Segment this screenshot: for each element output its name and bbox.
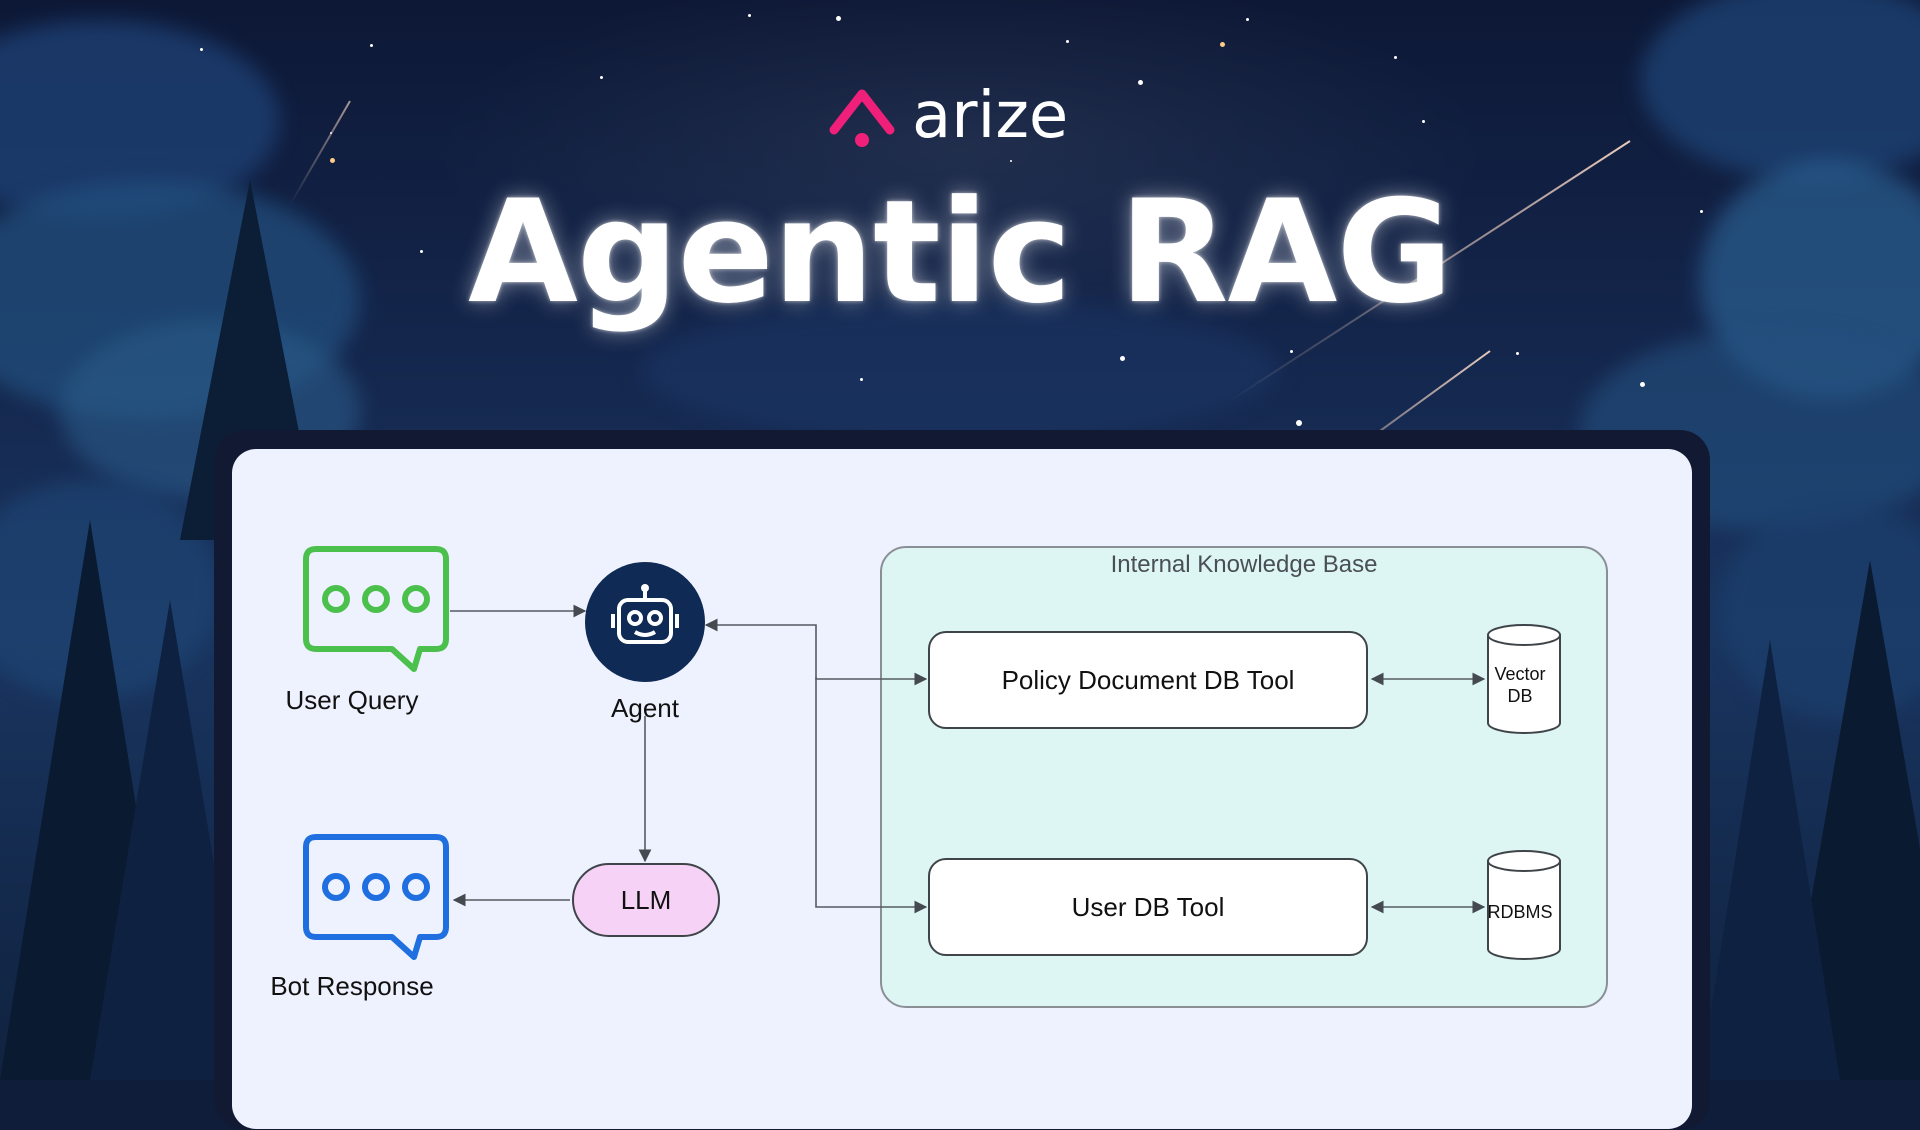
vector-db-label-line2: DB [1507, 686, 1533, 706]
robot-icon [611, 584, 679, 644]
llm-node: LLM [572, 863, 720, 937]
rdbms-cylinder-icon [1487, 850, 1561, 960]
vector-db-label: Vector DB [1480, 663, 1560, 707]
vector-db-label-line1: Vector [1494, 664, 1546, 684]
brand-name: arize [912, 79, 1069, 153]
policy-document-db-tool-node: Policy Document DB Tool [928, 631, 1368, 729]
rdbms-label: RDBMS [1487, 902, 1553, 922]
arize-caret-icon [829, 89, 895, 147]
agent-label: Agent [611, 693, 679, 723]
diagram-connectors [450, 604, 1561, 960]
page-title: Agentic RAG [468, 170, 1453, 335]
vector-db-cylinder-icon [1487, 624, 1561, 734]
agent-node [585, 562, 705, 682]
user-query-label: User Query [285, 685, 419, 715]
arize-logo: arize [826, 80, 1068, 152]
diagram-card: Internal Knowledge Base [232, 449, 1692, 1129]
bot-response-label: Bot Response [270, 971, 434, 1001]
user-query-chat-bubble-icon [303, 546, 449, 672]
connector-agent-tools [704, 618, 928, 914]
bot-response-chat-bubble-icon [303, 834, 449, 960]
knowledge-base-title: Internal Knowledge Base [1110, 551, 1378, 578]
user-db-tool-node: User DB Tool [928, 858, 1368, 956]
